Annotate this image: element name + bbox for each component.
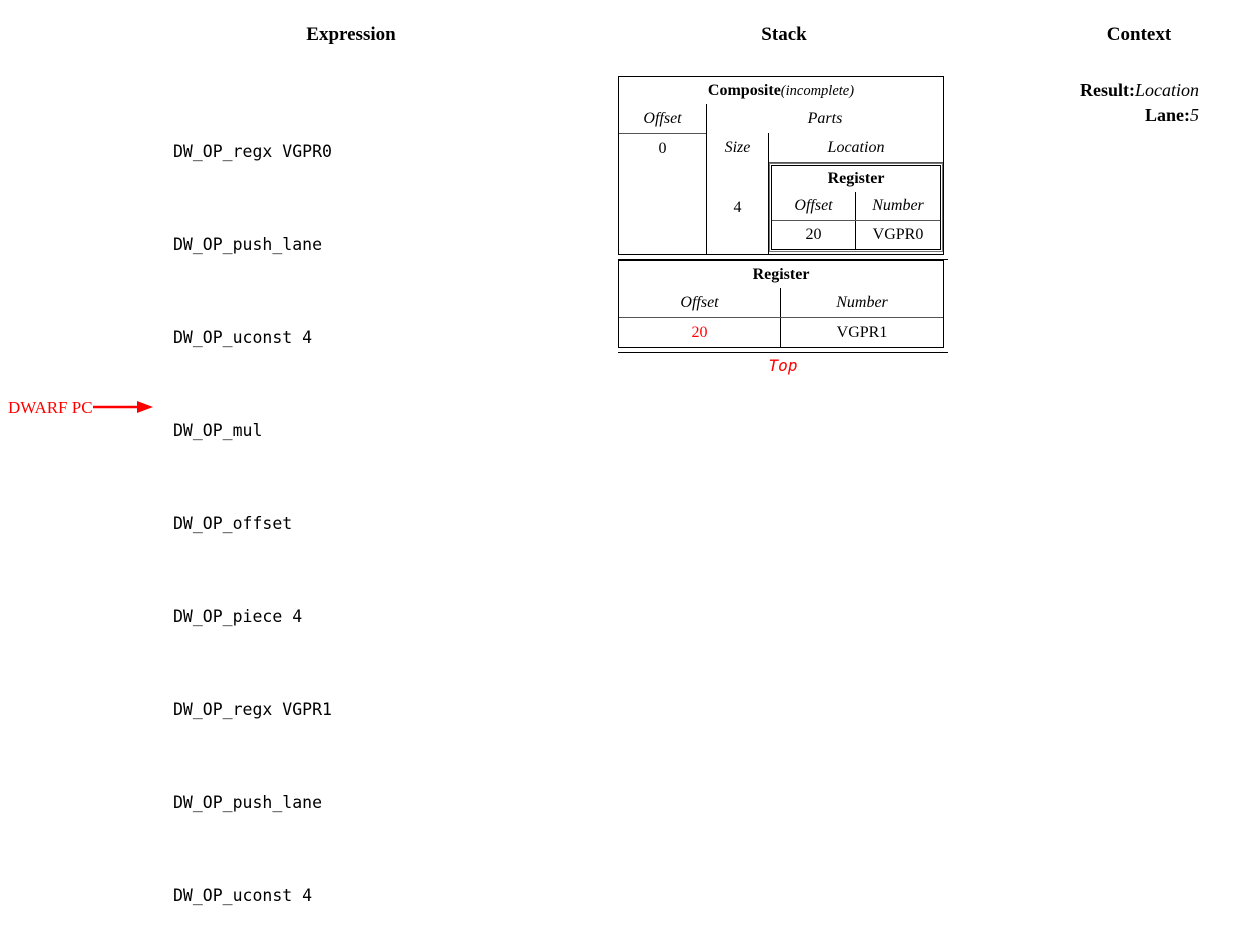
- nested-register-offset-value: 20: [772, 221, 856, 249]
- top-register-header-row: Offset Number: [619, 288, 943, 318]
- expression-line: DW_OP_push_lane: [173, 793, 323, 812]
- top-register-number-value: VGPR1: [836, 324, 888, 341]
- stack-area: Composite(incomplete) Offset 0 Parts Siz…: [618, 76, 948, 375]
- part-size-value: 4: [733, 199, 742, 216]
- context-row-result: Result:Location: [1000, 78, 1199, 103]
- part-size-header: Size: [724, 139, 751, 156]
- composite-box: Composite(incomplete) Offset 0 Parts Siz…: [618, 76, 944, 255]
- part-size-column: Size 4: [707, 133, 769, 254]
- composite-offset-value: 0: [658, 140, 667, 157]
- stack-entry-register: Register Offset Number 20 VGPR1 Top: [618, 260, 948, 375]
- composite-parts-body: Size 4 Location Register Offset Num: [707, 133, 943, 254]
- composite-parts-header: Parts: [807, 110, 843, 127]
- nested-register-title: Register: [827, 170, 885, 187]
- composite-parts-column: Parts Size 4 Location Register: [707, 104, 943, 254]
- nested-register-offset-header: Offset: [772, 192, 856, 220]
- expression-line: DW_OP_uconst 4: [173, 328, 313, 347]
- nested-register-value-row: 20 VGPR0: [772, 221, 940, 249]
- stack-top-label: Top: [768, 356, 798, 375]
- top-register-title: Register: [752, 266, 810, 283]
- composite-title: Composite(incomplete): [619, 77, 943, 104]
- part-location-column: Location Register Offset Number: [769, 133, 943, 254]
- composite-offset-column: Offset 0: [619, 104, 707, 254]
- nested-register-box: Register Offset Number 20 VGPR0: [769, 163, 943, 252]
- part-location-body: Register Offset Number 20 VGPR0: [769, 163, 943, 254]
- arrow-right-icon: [92, 401, 153, 413]
- part-location-header: Location: [769, 133, 943, 163]
- expression-list: DW_OP_regx VGPR0 DW_OP_push_lane DW_OP_u…: [173, 74, 332, 936]
- top-register-offset-header: Offset: [619, 288, 781, 317]
- context-row-lane: Lane:5: [1000, 103, 1199, 128]
- composite-incomplete-tag: (incomplete): [780, 83, 855, 99]
- top-register-box: Register Offset Number 20 VGPR1: [618, 260, 944, 348]
- page-title-context: Context: [1106, 24, 1172, 45]
- top-register-number-header: Number: [836, 294, 888, 311]
- expression-line: DW_OP_offset: [173, 514, 293, 533]
- expression-line: DW_OP_piece 4: [173, 607, 303, 626]
- top-register-offset-value: 20: [619, 318, 781, 347]
- nested-register-number-header: Number: [872, 197, 924, 214]
- expression-line: DW_OP_push_lane: [173, 235, 323, 254]
- expression-line: DW_OP_regx VGPR0: [173, 142, 332, 161]
- stack-bottom-rule: [618, 348, 948, 353]
- composite-offset-header: Offset: [619, 104, 706, 134]
- top-register-value-row: 20 VGPR1: [619, 318, 943, 347]
- context-lane-key: Lane:: [1145, 105, 1190, 125]
- expression-line: DW_OP_regx VGPR1: [173, 700, 332, 719]
- dwarf-pc-marker: DWARF PC: [8, 396, 155, 418]
- nested-register-header-row: Offset Number: [772, 192, 940, 221]
- composite-offset-filler: [619, 163, 706, 253]
- context-result-value: Location: [1134, 80, 1199, 100]
- page-title-stack: Stack: [761, 24, 807, 45]
- composite-title-text: Composite: [707, 82, 781, 99]
- stack-entry-composite: Composite(incomplete) Offset 0 Parts Siz…: [618, 76, 948, 255]
- expression-line: DW_OP_mul: [173, 421, 263, 440]
- page-title-expression: Expression: [306, 24, 396, 45]
- stack-entry-separator: [618, 255, 948, 260]
- nested-register-number-value: VGPR0: [872, 226, 924, 243]
- expression-line: DW_OP_uconst 4: [173, 886, 313, 905]
- dwarf-pc-label: DWARF PC: [8, 397, 93, 417]
- context-lane-value: 5: [1190, 105, 1199, 125]
- context-result-key: Result:: [1079, 80, 1135, 100]
- context-block: Result:Location Lane:5: [1000, 78, 1199, 128]
- composite-body: Offset 0 Parts Size 4 Location: [619, 104, 943, 254]
